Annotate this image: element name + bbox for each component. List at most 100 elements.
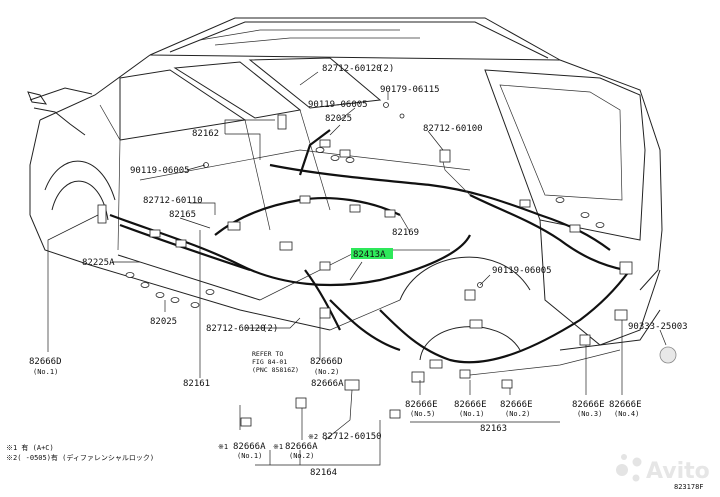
- callout-qty-note-bottom: (2): [262, 324, 278, 334]
- watermark-text: Avito: [646, 459, 710, 484]
- callout-82666d-no2: 82666D: [310, 357, 343, 367]
- connectors: [97, 102, 677, 427]
- part-callouts: 82712-60120 (2) 90179-06115 90119-06005 …: [29, 64, 688, 478]
- callout-82169: 82169: [392, 228, 419, 238]
- callout-82413a: 82413A: [353, 250, 386, 260]
- grommet: [345, 157, 355, 163]
- figure-code: 823178F: [674, 483, 704, 491]
- callout-82666a-no2: 82666A: [285, 442, 318, 452]
- leader-lines: [47, 71, 667, 466]
- bolt: [203, 162, 209, 168]
- plug-90333: [659, 346, 677, 364]
- callout-82666e-no1: 82666E: [454, 400, 487, 410]
- refer-line-3: (PNC 85816Z): [252, 366, 299, 374]
- connector: [469, 319, 483, 329]
- callout-82164: 82164: [310, 468, 337, 478]
- avito-logo-dot: [632, 457, 642, 467]
- callout-82025-bottom: 82025: [150, 317, 177, 327]
- footnotes: ※1 有 (A+C) ※2( -0505)有 (ディファレンシャルロック): [6, 443, 154, 462]
- refer-line-2: FIG 84-01: [252, 358, 287, 366]
- connector: [240, 417, 252, 427]
- connector: [295, 397, 307, 409]
- grommet: [555, 197, 565, 203]
- connector: [464, 289, 476, 301]
- harness-82162: [269, 163, 611, 251]
- bolt: [383, 102, 389, 108]
- connector: [614, 309, 628, 321]
- callout-82712-60110: 82712-60110: [143, 196, 203, 206]
- callout-82666e-no4: 82666E: [609, 400, 642, 410]
- callout-qty-note: (2): [378, 64, 394, 74]
- grommet: [170, 297, 180, 303]
- harness-82161: [109, 213, 471, 287]
- connector: [279, 241, 293, 251]
- connector: [439, 149, 451, 163]
- highlight-82413a: [351, 248, 393, 259]
- connector: [384, 209, 396, 218]
- connector: [97, 204, 107, 224]
- grommet: [595, 222, 605, 228]
- callout-82666e-no1-sub: (No.1): [459, 410, 484, 418]
- callout-90119-06005-right: 90119-06005: [492, 266, 552, 276]
- footnote-1: ※1 有 (A+C): [6, 443, 54, 452]
- wire-harness-routes: [109, 129, 631, 364]
- connector: [319, 261, 331, 271]
- refer-to-box: REFER TO FIG 84-01 (PNC 85816Z): [252, 350, 299, 374]
- callout-82163: 82163: [480, 424, 507, 434]
- grommet: [315, 147, 325, 153]
- callout-82666a-no1-sub: (No.1): [237, 452, 262, 460]
- harness-82169: [214, 197, 401, 236]
- connector: [389, 409, 401, 419]
- grommet: [125, 272, 135, 278]
- grommet: [205, 289, 215, 295]
- callout-82666e-no3: 82666E: [572, 400, 605, 410]
- callout-82666a-no2-sub: (No.2): [289, 452, 314, 460]
- footnote-2: ※2( -0505)有 (ディファレンシャルロック): [6, 453, 154, 462]
- callout-82666a-no1: 82666A: [233, 442, 266, 452]
- connector: [579, 334, 591, 346]
- connector: [149, 229, 161, 238]
- note-marker-1: ※1: [218, 443, 228, 451]
- callout-82666e-no2: 82666E: [500, 400, 533, 410]
- connector: [569, 224, 581, 233]
- callout-82025-top: 82025: [325, 114, 352, 124]
- connector: [519, 199, 531, 208]
- callout-82666e-no3-sub: (No.3): [577, 410, 602, 418]
- callout-90119-06005-left: 90119-06005: [130, 166, 190, 176]
- callout-90179-06115: 90179-06115: [380, 85, 440, 95]
- connector: [344, 379, 360, 391]
- connector: [501, 379, 513, 389]
- option-markers: ※1 ※1 ※2: [218, 433, 318, 451]
- bolt: [399, 113, 405, 119]
- harness-82163: [379, 269, 631, 364]
- grommet: [155, 292, 165, 298]
- refer-line-1: REFER TO: [252, 350, 283, 358]
- callout-82666d-no1: 82666D: [29, 357, 62, 367]
- callout-82712-60100: 82712-60100: [423, 124, 483, 134]
- connector: [411, 371, 425, 383]
- grommet: [580, 212, 590, 218]
- connector: [339, 149, 351, 158]
- grommet: [190, 302, 200, 308]
- connector: [277, 114, 287, 130]
- callout-82666e-no5-sub: (No.5): [410, 410, 435, 418]
- connector: [429, 359, 443, 369]
- callout-82712-60150: 82712-60150: [322, 432, 382, 442]
- note-marker-2: ※2: [308, 433, 318, 441]
- connector: [319, 307, 331, 319]
- connector: [299, 195, 311, 204]
- grommet: [140, 282, 150, 288]
- callout-82666a-top: 82666A: [311, 379, 344, 389]
- callout-82666e-no4-sub: (No.4): [614, 410, 639, 418]
- connector: [227, 221, 241, 231]
- callout-82161: 82161: [183, 379, 210, 389]
- callout-82165: 82165: [169, 210, 196, 220]
- connector: [319, 139, 331, 148]
- callout-82225a: 82225A: [82, 258, 115, 268]
- connector: [349, 204, 361, 213]
- note-marker-1b: ※1: [273, 443, 283, 451]
- connector: [459, 369, 471, 379]
- callout-90119-06005-top: 90119-06005: [308, 100, 368, 110]
- callout-82162: 82162: [192, 129, 219, 139]
- avito-logo-dot: [632, 474, 640, 482]
